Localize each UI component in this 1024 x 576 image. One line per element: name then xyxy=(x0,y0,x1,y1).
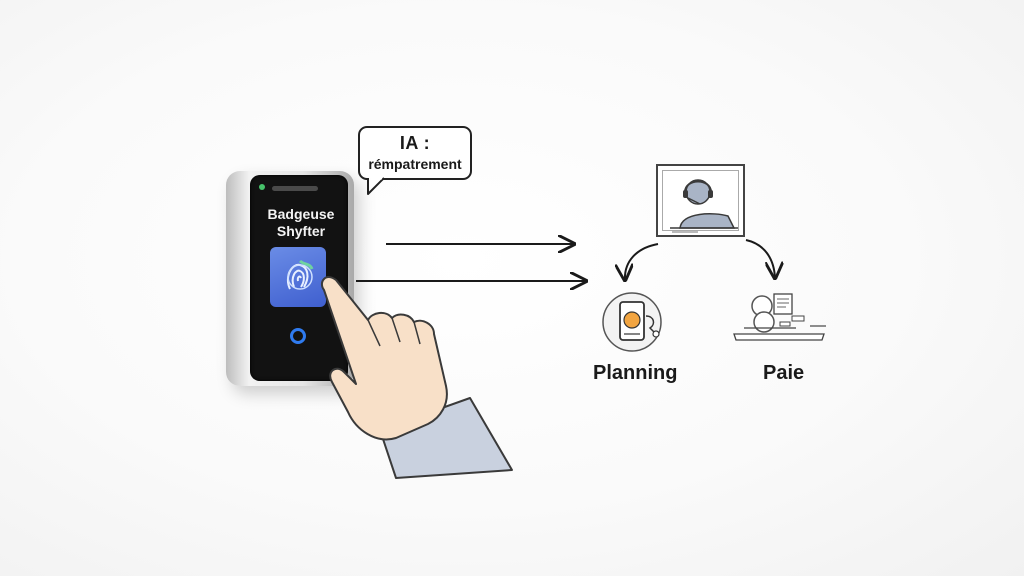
status-led xyxy=(259,184,265,190)
fingerprint-icon xyxy=(286,259,314,290)
device-speaker xyxy=(272,186,318,191)
planning-label: Planning xyxy=(593,362,678,384)
bubble-text: rémpatrement xyxy=(368,156,462,172)
ai-speech-bubble: IA : rémpatrement xyxy=(358,126,472,180)
arrow-to-planning xyxy=(625,243,659,280)
bubble-title: IA : xyxy=(399,133,431,153)
headset-agent-icon xyxy=(670,179,738,233)
payroll-desk-icon xyxy=(733,293,826,341)
arrow-to-paie xyxy=(745,239,775,278)
device-label: Badgeuse Shyfter xyxy=(267,206,335,239)
tablet-clock-icon xyxy=(602,292,662,352)
paie-label: Paie xyxy=(763,362,805,384)
ai-agent-box xyxy=(656,164,745,237)
fingerprint-tile[interactable] xyxy=(270,247,326,307)
nfc-ring-icon xyxy=(290,328,306,344)
agent-frame xyxy=(662,170,739,231)
